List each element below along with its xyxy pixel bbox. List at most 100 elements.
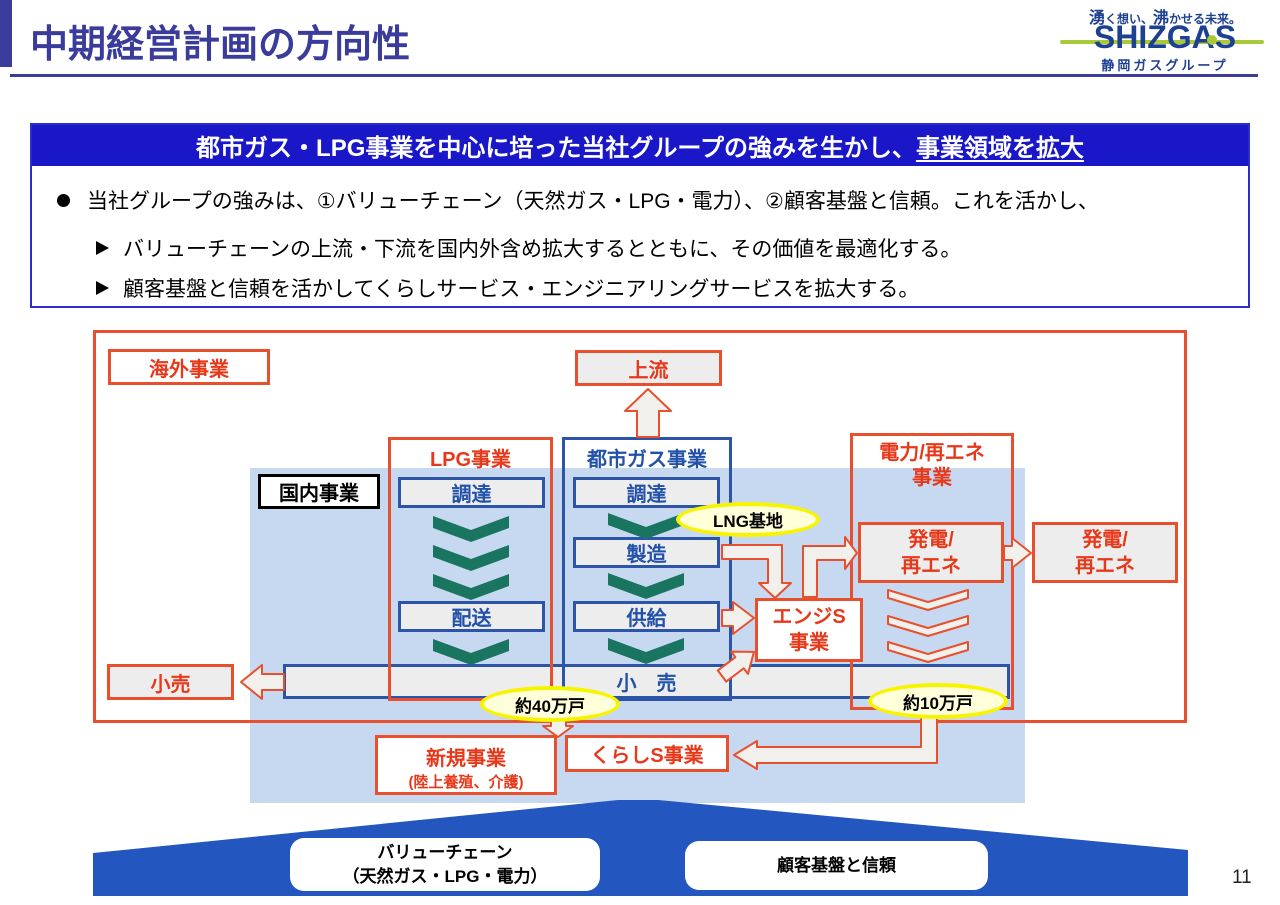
chevron-green [433,574,509,600]
lpg-column-frame: LPG事業 [388,437,553,701]
citygas-step-supply: 供給 [573,601,720,632]
overseas-label-text: 海外事業 [149,358,229,381]
lng-terminal-ellipse: LNG基地 [676,502,820,537]
lpg-step-delivery-text: 配送 [451,608,492,630]
header-rule [10,74,1258,77]
engineering-service-text: エンジS 事業 [772,604,845,656]
header-accent-bar [0,0,12,67]
logo-tagline-part2: く想い、 [1104,12,1153,26]
arrow-generation-to-overseas [1003,537,1032,569]
generation-box-overseas-text: 発電/ 再エネ [1075,527,1135,579]
generation-box-domestic: 発電/ 再エネ [858,522,1004,583]
headline-banner: 都市ガス・LPG事業を中心に培った当社グループの強みを生かし、事業領域を拡大 [32,125,1248,166]
generation-box-overseas: 発電/ 再エネ [1032,522,1178,583]
citygas-step-procurement-text: 調達 [626,484,667,506]
bullet-dot [57,193,70,207]
new-business-box: 新規事業 (陸上養殖、介護) [375,735,557,795]
arrow-engs-to-generation [802,536,858,598]
power-column-title: 電力/再エネ 事業 [853,441,1011,491]
logo-tagline-part4: かせる未来。 [1169,12,1242,26]
arrow-bullet-icon [96,241,109,255]
chevron-green [608,513,684,539]
retail-left-text: 小売 [150,673,191,696]
arrow-retail-to-engs [716,650,755,683]
bullet-sub1-text: バリューチェーンの上流・下流を国内外含め拡大するとともに、その価値を最適化する。 [123,238,962,261]
page-title: 中期経営計画の方向性 [30,24,411,66]
bullet-sub2: 顧客基盤と信頼を活かしてくらしサービス・エンジニアリングサービスを拡大する。 [96,273,919,303]
new-business-title: 新規事業 [426,748,506,770]
citygas-step-manufacturing-text: 製造 [626,544,667,566]
customer-base-text: 顧客基盤と信頼 [777,855,896,875]
bullet-lead-text: 当社グループの強みは、①バリューチェーン（天然ガス・LPG・電力）、②顧客基盤と… [87,190,1099,213]
upstream-label: 上流 [575,350,722,386]
value-chain-text: バリューチェーン （天然ガス・LPG・電力） [343,841,548,889]
retail-bar-label: 小 売 [616,673,677,695]
chevron-green [608,638,684,664]
arrow-bullet-icon [96,281,109,295]
logo-tagline-accent2: 沸 [1153,10,1170,27]
gen2: 再エネ [901,554,961,577]
households-40-text: 約40万戸 [515,696,585,716]
engineering-service-box: エンジS 事業 [755,598,863,662]
kurashi-service-box: くらしS事業 [565,735,729,772]
headline-underlined: 事業領域を拡大 [915,135,1084,162]
logo-tagline-accent1: 湧 [1088,10,1105,27]
domestic-label: 国内事業 [258,474,380,509]
gen1: 発電/ [908,528,954,551]
chevron-green [433,516,509,542]
overseas-label: 海外事業 [108,349,270,385]
retail-left-box: 小売 [107,664,234,700]
logo-subtitle: 静岡ガスグループ [1101,58,1229,73]
summary-box: 都市ガス・LPG事業を中心に培った当社グループの強みを生かし、事業領域を拡大 当… [30,123,1250,308]
page-number: 11 [1232,867,1252,888]
arrow-supply-to-engs [721,601,755,635]
bullet-sub1: バリューチェーンの上流・下流を国内外含め拡大するとともに、その価値を最適化する。 [96,233,961,263]
gen1b: 発電/ [1082,528,1128,551]
arrow-left-to-retail [240,664,285,700]
generation-box-domestic-text: 発電/ 再エネ [901,527,961,579]
chevron-green [433,639,509,665]
chevron-green [608,573,684,599]
arrow-manufacturing-to-engs [721,544,792,599]
upstream-label-text: 上流 [628,359,669,382]
chevron-white [887,589,969,611]
power-column-title-line2: 事業 [912,467,952,489]
chevron-white [887,615,969,637]
households-40-ellipse: 約40万戸 [480,686,620,722]
lng-terminal-text: LNG基地 [713,512,783,531]
logo-green-dot [1207,35,1217,45]
citygas-step-procurement: 調達 [573,477,720,508]
arrow-up-to-upstream [624,388,672,438]
new-business-subtitle: (陸上養殖、介護) [408,774,524,791]
logo-green-swoosh [1060,40,1264,44]
lpg-step-procurement: 調達 [398,477,545,508]
citygas-column-frame: 都市ガス事業 [562,437,732,701]
citygas-column-title: 都市ガス事業 [587,449,707,471]
vc1: バリューチェーン [377,842,513,862]
households-10-text: 約10万戸 [903,693,973,713]
engs1: エンジS [772,606,846,628]
bullet-sub2-text: 顧客基盤と信頼を活かしてくらしサービス・エンジニアリングサービスを拡大する。 [123,278,920,301]
kurashi-service-text: くらしS事業 [590,745,704,767]
gen2b: 再エネ [1075,554,1135,577]
chevron-white [887,641,969,663]
lpg-column-title: LPG事業 [429,449,512,471]
value-chain-box: バリューチェーン （天然ガス・LPG・電力） [290,838,600,891]
engs2: 事業 [789,632,829,654]
overseas-area-frame [93,330,1187,723]
vc2: （天然ガス・LPG・電力） [342,866,548,886]
bullet-lead: 当社グループの強みは、①バリューチェーン（天然ガス・LPG・電力）、②顧客基盤と… [57,185,1099,215]
households-10-ellipse: 約10万戸 [868,683,1008,719]
chevron-green [433,545,509,571]
citygas-step-supply-text: 供給 [626,608,667,630]
lpg-step-delivery: 配送 [398,601,545,632]
arrow-to-kurashi [733,711,938,770]
power-column-title-line1: 電力/再エネ [879,442,985,464]
lpg-step-procurement-text: 調達 [451,484,492,506]
foundation-shape [93,800,1188,896]
domestic-label-text: 国内事業 [279,483,359,505]
headline-main: 都市ガス・LPG事業を中心に培った当社グループの強みを生かし、 [196,135,916,162]
logo-tagline: 湧く想い、沸かせる未来。 [1070,4,1260,28]
